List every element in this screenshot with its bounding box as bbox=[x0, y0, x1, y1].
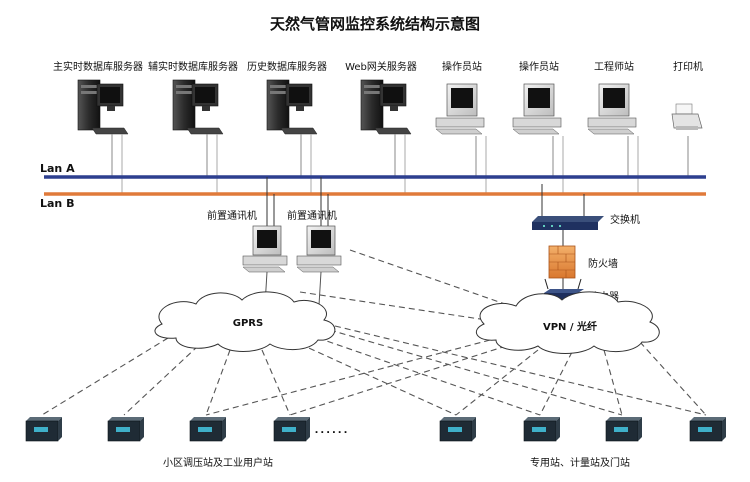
field-links bbox=[41, 249, 707, 416]
front-end-label: 前置通讯机 bbox=[207, 209, 257, 222]
rtu-ellipsis: ...... bbox=[315, 425, 350, 436]
gprs-link bbox=[329, 329, 623, 416]
rtu-icon bbox=[523, 417, 560, 442]
vpn-link bbox=[639, 341, 707, 416]
switch-icon bbox=[532, 216, 604, 230]
top-device-row: 主实时数据库服务器辅实时数据库服务器历史数据库服务器 Web网关服务器 操作员站 操作… bbox=[53, 60, 703, 135]
vpn-cloud: VPN / 光纤 bbox=[475, 291, 660, 354]
server-icon bbox=[172, 79, 224, 135]
vpn-label: VPN / 光纤 bbox=[543, 320, 597, 333]
rtu-icon bbox=[689, 417, 726, 442]
vpn-link bbox=[205, 339, 491, 416]
server-icon bbox=[266, 79, 318, 135]
lan-a-label: Lan A bbox=[40, 162, 75, 175]
lan-b-label: Lan B bbox=[40, 197, 74, 210]
rtu-icon bbox=[273, 417, 310, 442]
bottom-label-left: 小区调压站及工业用户站 bbox=[163, 456, 273, 469]
vpn-link bbox=[603, 349, 623, 416]
device-label: Web网关服务器 bbox=[345, 60, 417, 73]
router-icon bbox=[544, 278, 584, 300]
gprs-link bbox=[41, 337, 169, 416]
front-end-to-vpn-link bbox=[299, 291, 501, 323]
device-label: 打印机 bbox=[673, 60, 703, 73]
firewall-icon bbox=[548, 245, 576, 279]
vpn-link bbox=[539, 351, 573, 416]
gprs-link bbox=[261, 349, 291, 416]
gprs-link bbox=[317, 337, 541, 416]
server-icon bbox=[360, 79, 412, 135]
gprs-cloud: GPRS bbox=[154, 291, 336, 352]
vpn-link bbox=[289, 345, 507, 416]
front-end-workstation-icon bbox=[296, 225, 342, 273]
front-end-to-gprs bbox=[318, 271, 322, 306]
front-end-group: 前置通讯机 前置通讯机 bbox=[207, 177, 342, 306]
rtu-icon bbox=[605, 417, 642, 442]
rtu-icon bbox=[25, 417, 62, 442]
front-end-label: 前置通讯机 bbox=[287, 209, 337, 222]
diagram-title: 天然气管网监控系统结构示意图 bbox=[270, 15, 480, 33]
firewall-label: 防火墙 bbox=[588, 257, 618, 270]
gprs-link bbox=[299, 343, 457, 416]
rtu-icon bbox=[189, 417, 226, 442]
device-label: 历史数据库服务器 bbox=[247, 60, 327, 73]
workstation-icon bbox=[435, 83, 485, 135]
gprs-link bbox=[334, 325, 707, 416]
device-label: 操作员站 bbox=[442, 60, 482, 73]
device-label: 操作员站 bbox=[519, 60, 559, 73]
server-icon bbox=[77, 79, 129, 135]
front-end-workstation-icon bbox=[242, 225, 288, 273]
workstation-icon bbox=[587, 83, 637, 135]
printer-icon bbox=[671, 103, 703, 130]
lan-drop-lines bbox=[111, 134, 689, 194]
workstation-icon bbox=[512, 83, 562, 135]
gprs-link bbox=[123, 345, 199, 416]
switch-label: 交换机 bbox=[610, 213, 640, 226]
device-label: 主实时数据库服务器 bbox=[53, 60, 143, 73]
device-label: 工程师站 bbox=[594, 60, 634, 73]
rtu-row bbox=[25, 417, 726, 442]
gprs-label: GPRS bbox=[233, 318, 263, 329]
rtu-icon bbox=[439, 417, 476, 442]
gprs-link bbox=[205, 349, 231, 416]
bottom-label-right: 专用站、计量站及门站 bbox=[530, 456, 630, 469]
rtu-icon bbox=[107, 417, 144, 442]
device-label: 辅实时数据库服务器 bbox=[148, 60, 238, 73]
vpn-link bbox=[455, 349, 539, 416]
